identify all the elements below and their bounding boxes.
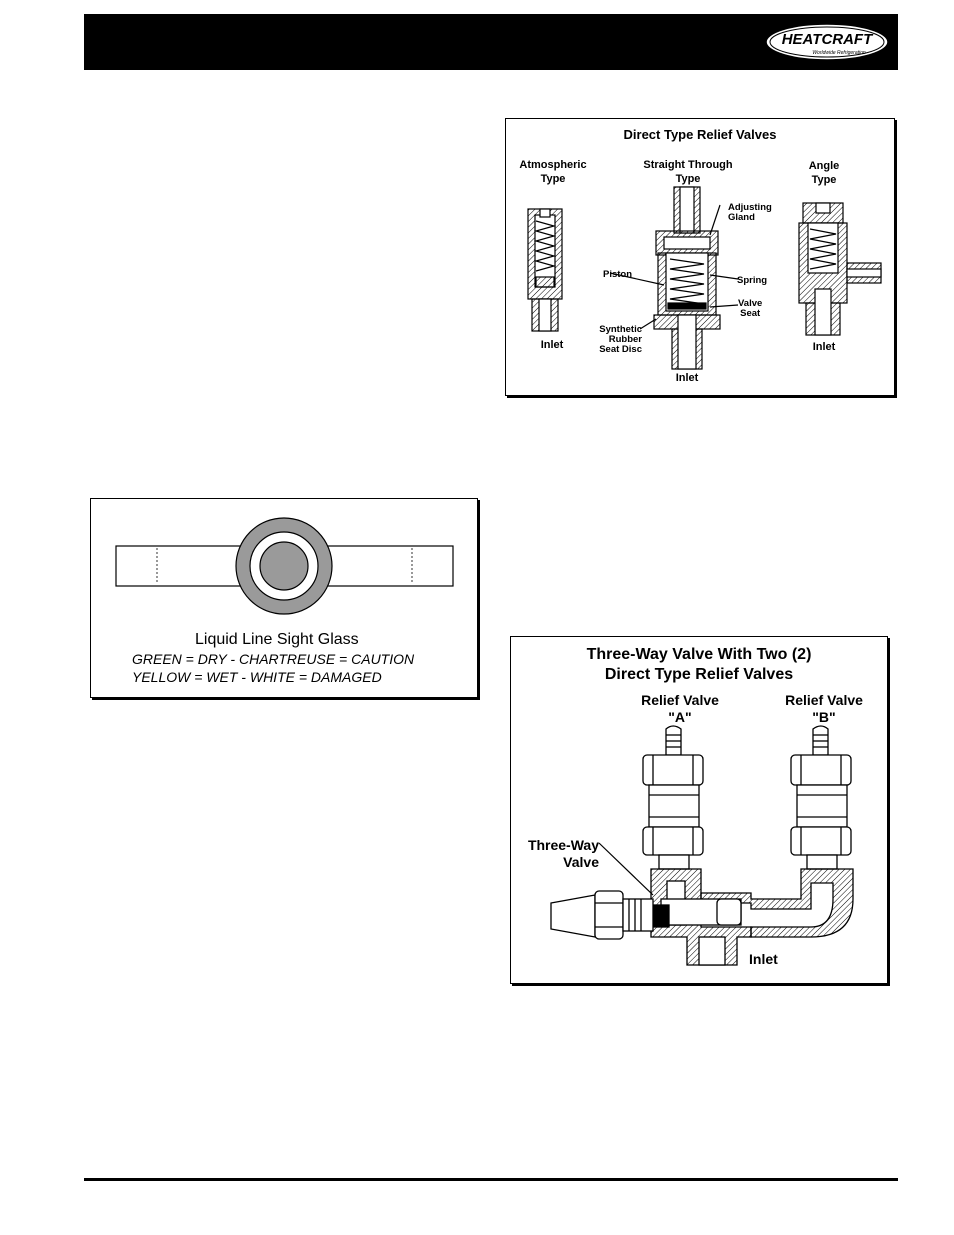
relief-figure-title: Direct Type Relief Valves [623,127,777,142]
footer-rule [84,1178,898,1181]
relief-valve-a [642,725,704,870]
piston-label: Piston [603,269,633,280]
sight-glass-center [259,541,309,591]
relief-valve-b [790,725,852,870]
three-way-inlet-label: Inlet [749,951,778,967]
three-way-valve-drawing [550,725,854,966]
flare-nut [550,890,654,940]
heatcraft-logo: HEATCRAFT Worldwide Refrigeration [765,23,889,61]
inlet-right-label: Inlet [812,341,836,353]
three-way-valve-figure: Three-Way Valve With Two (2)Direct Type … [510,636,888,984]
sight-glass-legend-1: GREEN = DRY - CHARTREUSE = CAUTION [132,651,415,667]
three-way-title: Three-Way Valve With Two (2)Direct Type … [586,646,812,683]
sight-glass-drawing [115,517,454,615]
sight-glass-title: Liquid Line Sight Glass [195,631,359,648]
inlet-center-label: Inlet [675,372,699,384]
page-header: HEATCRAFT Worldwide Refrigeration [84,14,898,70]
straight-through-valve [609,186,739,370]
atmospheric-valve [527,208,563,332]
relief-valve-b-label: Relief Valve"B" [785,692,863,725]
spring-label: Spring [737,275,768,286]
logo-brand: HEATCRAFT [782,31,874,48]
angle-valve [798,202,882,336]
logo-tagline: Worldwide Refrigeration [812,50,866,56]
relief-valve-a-label: Relief Valve"A" [641,692,719,725]
sight-glass-legend-2: YELLOW = WET - WHITE = DAMAGED [132,669,382,685]
inlet-left-label: Inlet [540,339,564,351]
three-way-body [650,868,854,966]
relief-valves-drawing [527,186,882,370]
sight-glass-figure: Liquid Line Sight Glass GREEN = DRY - CH… [90,498,478,698]
